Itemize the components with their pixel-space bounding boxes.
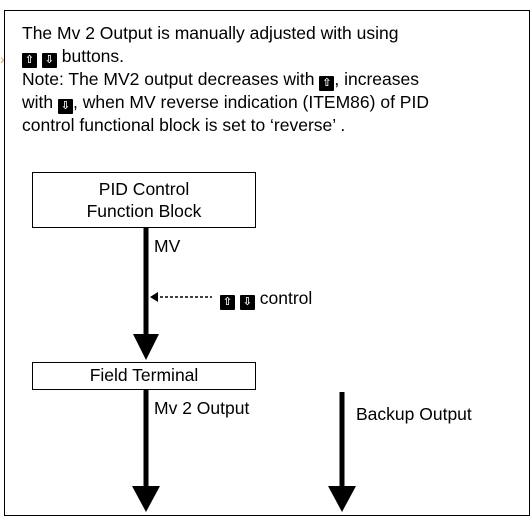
up-arrow-key-icon: ⇧: [319, 76, 335, 91]
control-label: control: [259, 288, 313, 308]
mv-label: MV: [154, 236, 181, 256]
pid-block-line-1: PID Control: [98, 179, 190, 199]
description-line-1: The Mv 2 Output is manually adjusted wit…: [22, 23, 399, 43]
description-line-2: ⇧ ⇩ buttons.: [22, 45, 522, 68]
note-line-2: with ⇩, when MV reverse indication (ITEM…: [22, 92, 429, 114]
up-arrow-key-icon: ⇧: [220, 295, 235, 310]
pid-control-function-block: PID Control Function Block: [32, 172, 256, 228]
control-arrowhead: [150, 292, 158, 302]
margin-mark-icon: ›: [0, 51, 5, 67]
up-arrow-key-icon: ⇧: [22, 53, 37, 68]
down-arrow-key-icon: ⇩: [239, 295, 255, 310]
mv-arrowhead: [133, 334, 159, 360]
down-arrow-key-icon: ⇩: [41, 53, 57, 68]
backup-output-label: Backup Output: [356, 404, 472, 424]
note-line-3: control functional block is set to ‘reve…: [22, 115, 346, 135]
control-label-group: ⇧ ⇩ control: [220, 288, 312, 310]
field-terminal-block: Field Terminal: [32, 362, 256, 390]
mv2-output-arrowhead: [132, 486, 160, 512]
note-line-1: Note: The MV2 output decreases with ⇧, i…: [22, 69, 419, 91]
description-text: The Mv 2 Output is manually adjusted wit…: [22, 22, 522, 137]
field-terminal-label: Field Terminal: [89, 365, 199, 385]
pid-block-line-2: Function Block: [86, 201, 202, 221]
down-arrow-key-icon: ⇩: [58, 99, 73, 114]
mv2-output-label: Mv 2 Output: [154, 398, 250, 418]
backup-output-arrowhead: [328, 486, 356, 512]
diagram-frame: [4, 10, 530, 516]
